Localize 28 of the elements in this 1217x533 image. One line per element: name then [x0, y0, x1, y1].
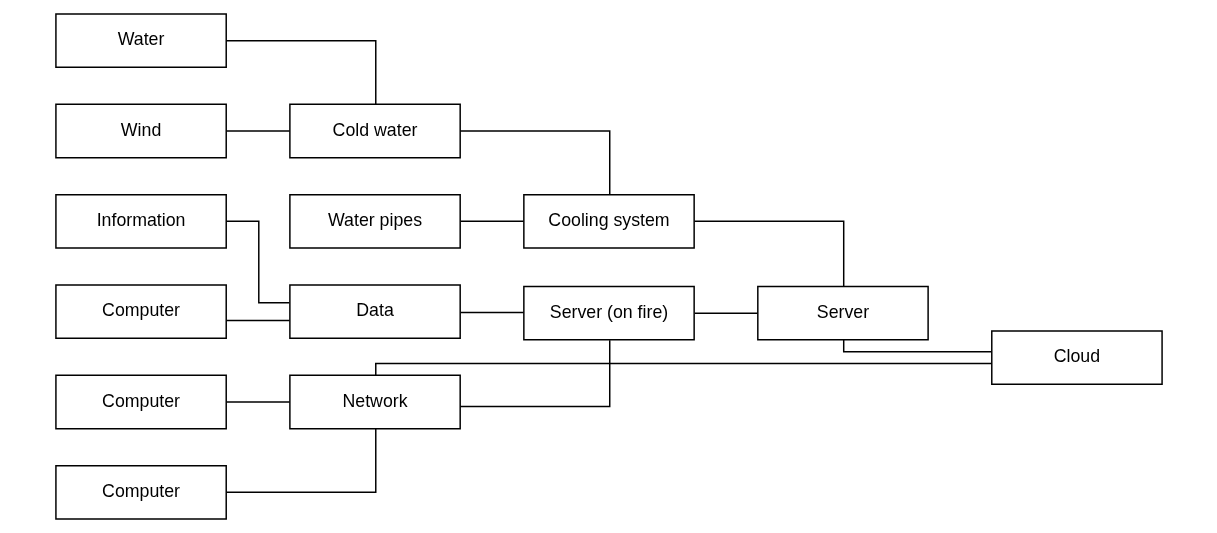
connector	[459, 339, 610, 408]
connector	[693, 220, 844, 287]
node-box: Cooling system	[522, 193, 695, 249]
connector	[459, 130, 610, 195]
node-box: Water pipes	[288, 193, 461, 249]
node-box: Cloud	[990, 330, 1163, 385]
node-box: Cold water	[288, 103, 461, 159]
connector	[225, 319, 290, 322]
connector	[225, 428, 376, 494]
node-box: Network	[288, 374, 461, 430]
node-box: Computer	[54, 284, 227, 340]
connector	[225, 130, 290, 132]
node-box: Computer	[54, 374, 227, 430]
node-box: Server	[756, 285, 929, 341]
connector	[459, 220, 524, 223]
node-box: Wind	[54, 103, 227, 159]
connector	[225, 401, 290, 403]
node-box: Data	[288, 284, 461, 340]
connector	[693, 312, 758, 314]
node-box: Computer	[54, 464, 227, 520]
node-box: Water	[54, 13, 227, 69]
node-box: Server (on fire)	[522, 285, 695, 341]
connector	[459, 311, 524, 314]
connector	[842, 339, 992, 353]
connector	[225, 220, 290, 304]
node-box: Information	[54, 193, 227, 249]
connector	[374, 362, 992, 376]
connector	[225, 39, 376, 105]
